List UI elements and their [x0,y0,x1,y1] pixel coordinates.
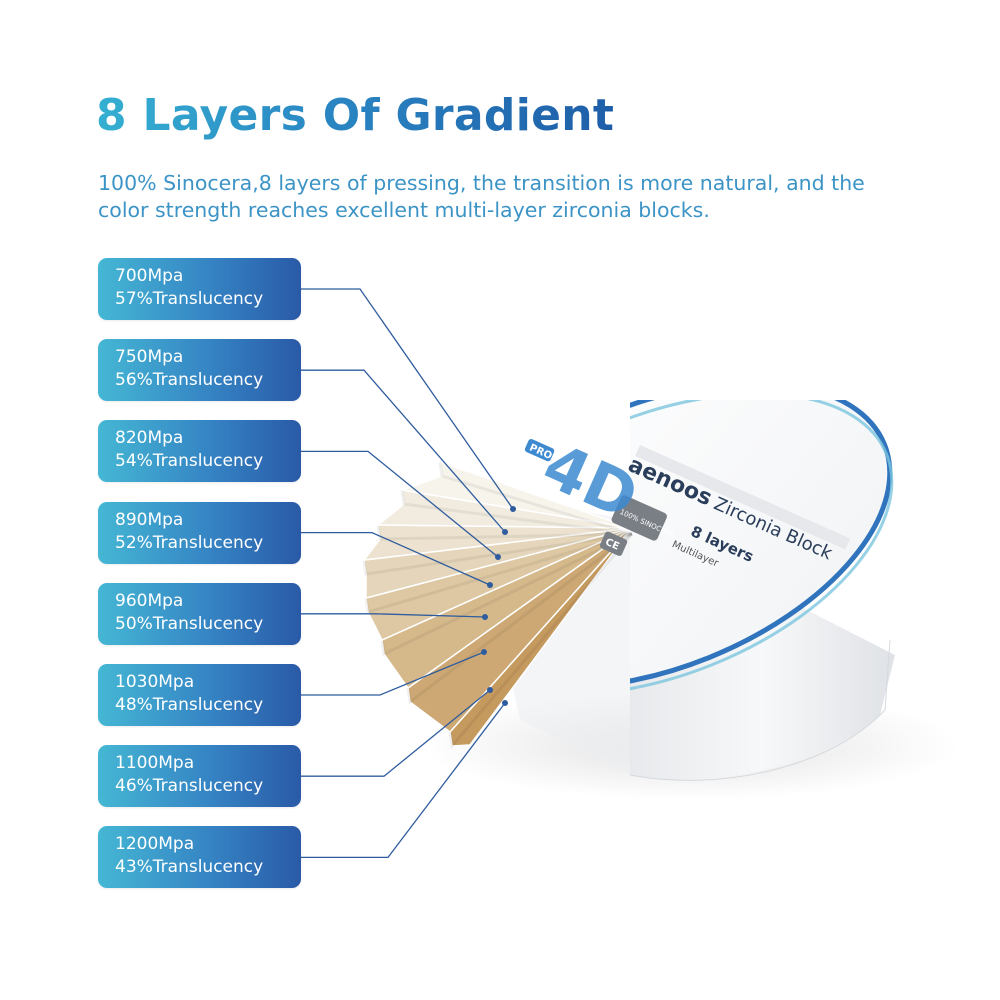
layer-slice-edge-2 [400,489,633,536]
leader-dot-5 [482,614,488,620]
sinocera-badge [611,495,667,541]
leader-line-7 [301,689,491,777]
page-title: 8 Layers Of Gradient [96,90,615,141]
leader-dot-3 [495,554,501,560]
layer-strength: 960Mpa [115,590,184,611]
layer-translucency: 56%Translucency [115,370,264,391]
leader-line-1 [301,288,514,510]
layer-label-6: 1030Mpa 48%Translucency [98,664,301,726]
leader-line-5 [301,613,486,618]
layer-strength: 820Mpa [115,428,184,449]
layer-label-1: 700Mpa 57%Translucency [98,258,301,320]
layer-slice-edge-6 [380,532,633,657]
layer-strength: 890Mpa [115,509,184,530]
layer-strength: 1030Mpa [115,672,195,692]
label-strip [635,445,851,550]
leader-dot-6 [481,649,487,655]
layer-translucency: 50%Translucency [115,613,264,634]
pro-badge-text: PRO [528,442,554,462]
leader-lines [301,288,516,859]
layer-slice-edge-7 [406,532,633,705]
layer-slice-edge-8 [448,533,634,750]
layer-translucency: 57%Translucency [115,289,264,309]
ce-mark: CE [603,537,621,553]
page-subtitle: 100% Sinocera,8 layers of pressing, the … [98,171,865,222]
leader-line-4 [301,531,491,586]
leader-dot-4 [487,582,493,588]
layer-fan [362,460,634,750]
ce-badge [599,531,628,556]
layer-strength: 1100Mpa [115,753,195,774]
leader-dot-8 [502,700,508,706]
layer-translucency: 48%Translucency [115,695,264,715]
layer-translucency: 54%Translucency [115,451,264,472]
leader-dot-7 [487,687,493,693]
layer-slice-edge-4 [362,532,633,576]
disc-body [630,400,895,781]
layer-translucency: 52%Translucency [115,532,264,553]
layer-translucency: 46%Translucency [115,776,264,797]
layer-slice-edge-1 [438,461,633,536]
layer-translucency: 43%Translucency [115,857,264,878]
leader-line-8 [301,702,506,859]
leader-line-2 [301,369,506,533]
leader-dot-1 [510,506,516,512]
layer-slice-edge-5 [364,532,633,614]
leader-line-3 [301,450,499,558]
layer-slice-edge-3 [376,524,633,541]
layer-strength: 1200Mpa [115,834,195,855]
leader-dot-2 [502,529,508,535]
layer-strength: 700Mpa [115,266,184,286]
pro-badge [524,439,555,462]
layer-strength: 750Mpa [115,347,184,368]
leader-line-6 [301,651,485,696]
